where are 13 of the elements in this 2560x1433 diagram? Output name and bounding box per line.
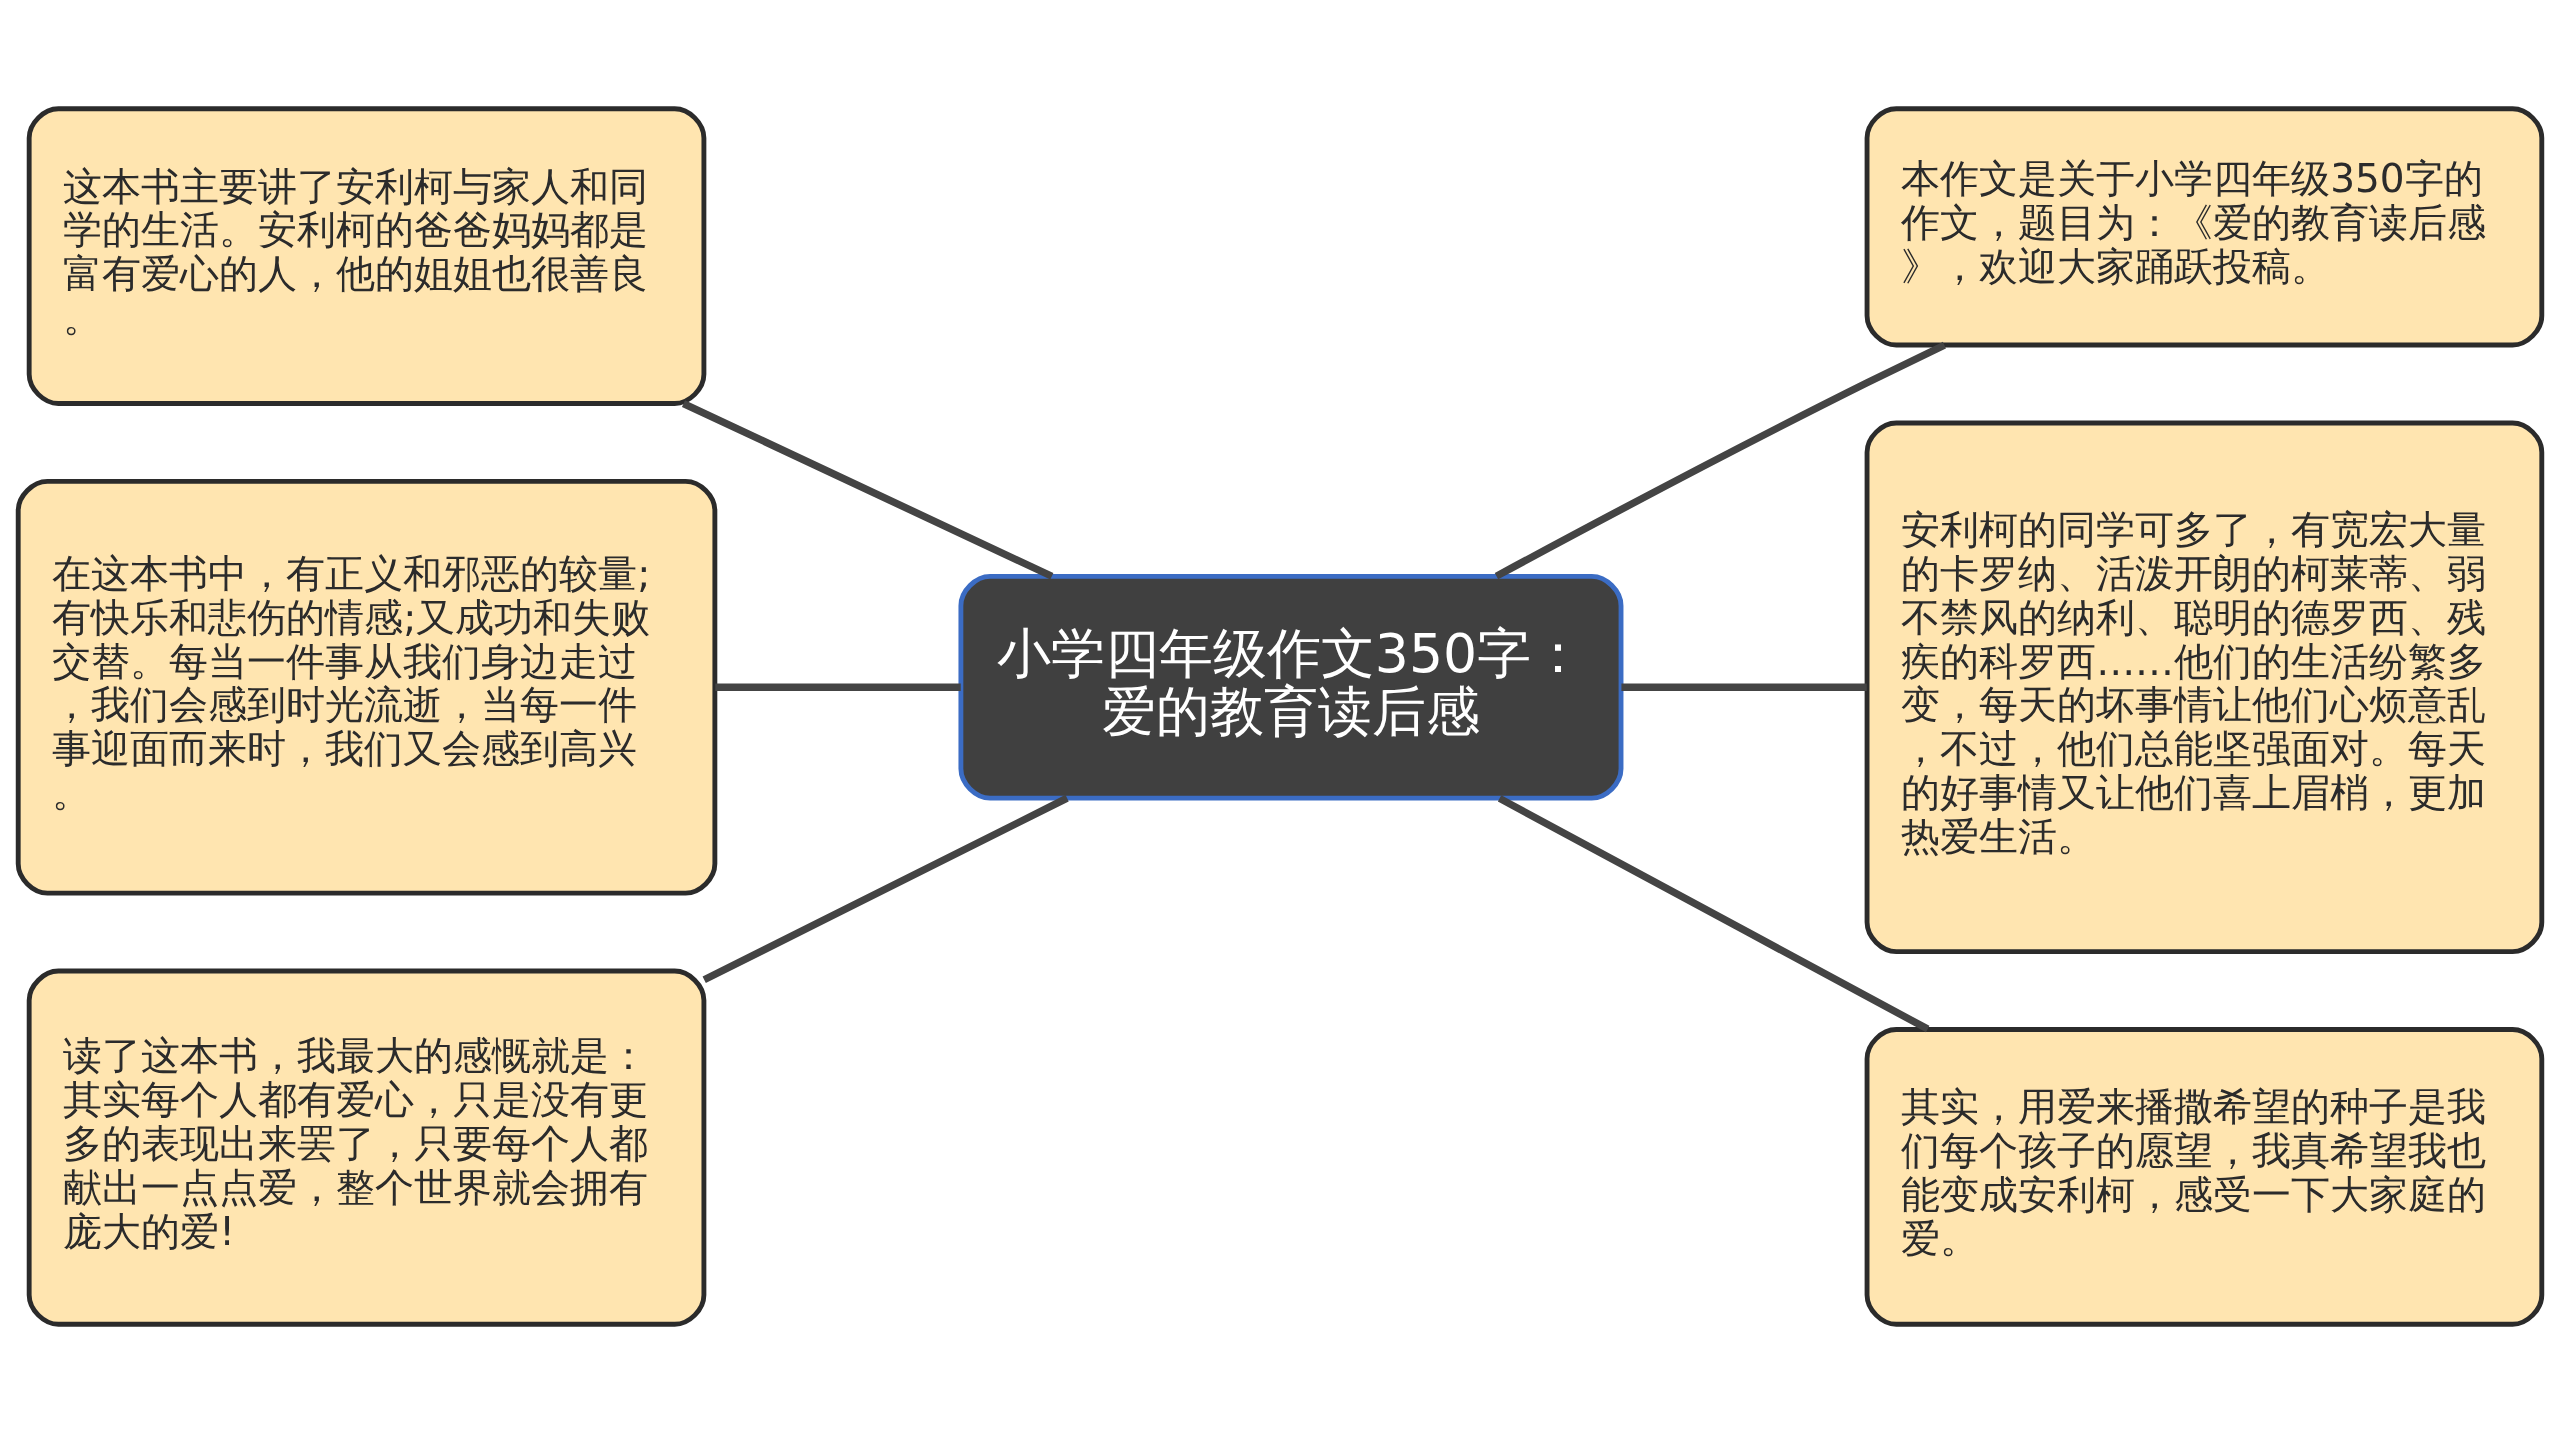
connector xyxy=(1497,795,1930,1033)
connector xyxy=(1494,341,1946,580)
node-box: 这本书主要讲了安利柯与家人和同学的生活。安利柯的爸爸妈妈都是富有爱心的人，他的姐姐也很善良。 xyxy=(26,106,707,406)
connector xyxy=(715,683,961,691)
node-box: 其实，用爱来播撒希望的种子是我们每个孩子的愿望，我真希望我也能变成安利柯，感受一下大家庭的爱。 xyxy=(1864,1027,2545,1327)
node-box: 在这本书中，有正义和邪恶的较量;有快乐和悲伤的情感;又成功和失败交替。每当一件事从我们身边走过，我们会感到时光流逝，当每一件事迎面而来时，我们又会感到高兴。 xyxy=(15,479,718,896)
node-box: 读了这本书，我最大的感慨就是：其实每个人都有爱心，只是没有更多的表现出来罢了，只要每个人都献出一点点爱，整个世界就会拥有庞大的爱! xyxy=(26,968,707,1327)
node-box: 本作文是关于小学四年级350字的作文，题目为：《爱的教育读后感》，欢迎大家踊跃投稿。 xyxy=(1864,106,2545,348)
connector xyxy=(681,400,1054,580)
node-box: 小学四年级作文350字：爱的教育读后感 xyxy=(958,574,1624,801)
connector xyxy=(1621,683,1867,691)
connector xyxy=(702,794,1069,984)
node-box: 安利柯的同学可多了，有宽宏大量的卡罗纳、活泼开朗的柯莱蒂、弱不禁风的纳利、聪明的德罗西、残疾的科罗西……他们的生活纷繁多变，每天的坏事情让他们心烦意乱，不过，他们总能坚强面对。每天的好事情又让他们喜上眉梢，更加热爱生活。 xyxy=(1864,420,2545,954)
